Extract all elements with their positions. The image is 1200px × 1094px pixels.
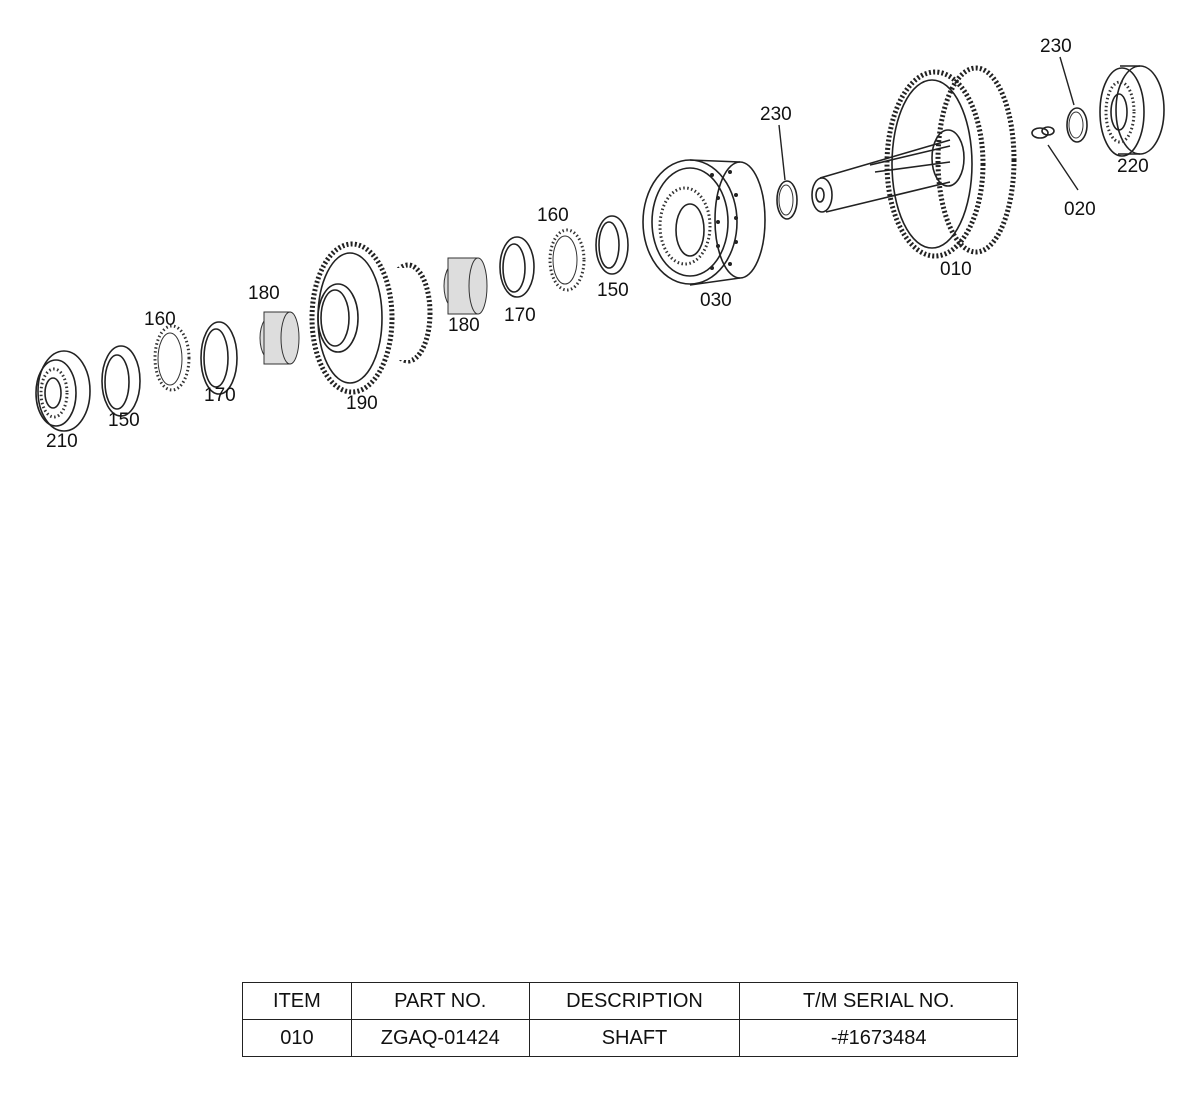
leader-230-left	[778, 124, 786, 181]
callout-230-right: 230	[1040, 36, 1072, 57]
callout-210: 210	[46, 431, 78, 452]
part-230-ring-left	[776, 180, 798, 220]
part-180-needle-bearing-left	[259, 311, 300, 365]
cell-serial-no: -#1673484	[739, 1019, 1018, 1057]
parts-table: ITEM PART NO. DESCRIPTION T/M SERIAL NO.…	[242, 982, 1018, 1057]
cell-part-no: ZGAQ-01424	[350, 1019, 530, 1057]
part-220-bearing	[1099, 65, 1165, 157]
callout-170-right: 170	[504, 305, 536, 326]
callout-180-right: 180	[448, 315, 480, 336]
part-170-washer-right	[499, 236, 535, 298]
table-header-row: ITEM PART NO. DESCRIPTION T/M SERIAL NO.	[242, 982, 1018, 1020]
part-160-ring-left	[153, 324, 191, 392]
part-010-shaft-gear	[811, 65, 1017, 259]
callout-180-left: 180	[248, 283, 280, 304]
cell-item: 010	[242, 1019, 352, 1057]
callout-030: 030	[700, 290, 732, 311]
header-description: DESCRIPTION	[528, 982, 741, 1020]
callout-020: 020	[1064, 199, 1096, 220]
callout-010: 010	[940, 259, 972, 280]
cell-description: SHAFT	[528, 1019, 741, 1057]
leader-230-right	[1059, 56, 1075, 106]
part-190-gear	[309, 241, 433, 395]
part-030-clutch-drum	[642, 159, 766, 286]
callout-160-right: 160	[537, 205, 569, 226]
callout-150-right: 150	[597, 280, 629, 301]
header-part-no: PART NO.	[350, 982, 530, 1020]
callout-170-left: 170	[204, 385, 236, 406]
callout-230-left: 230	[760, 104, 792, 125]
header-serial-no: T/M SERIAL NO.	[739, 982, 1018, 1020]
callout-160-left: 160	[144, 309, 176, 330]
table-row: 010 ZGAQ-01424 SHAFT -#1673484	[242, 1019, 1018, 1057]
part-160-ring-right	[548, 228, 586, 292]
part-170-washer-left	[200, 321, 238, 395]
header-item: ITEM	[242, 982, 352, 1020]
callout-150-left: 150	[108, 410, 140, 431]
part-150-washer-left	[101, 345, 141, 417]
part-150-washer-right	[595, 215, 629, 275]
part-020-pin	[1031, 126, 1055, 139]
part-230-ring-right	[1066, 107, 1088, 143]
exploded-parts-diagram: 210 150 160 170 180 190 180 170 160 150 …	[35, 36, 1165, 452]
leader-020	[1047, 144, 1079, 191]
callout-220: 220	[1117, 156, 1149, 177]
callout-190: 190	[346, 393, 378, 414]
part-180-needle-bearing-right	[443, 257, 488, 315]
part-210-bearing	[35, 350, 91, 432]
